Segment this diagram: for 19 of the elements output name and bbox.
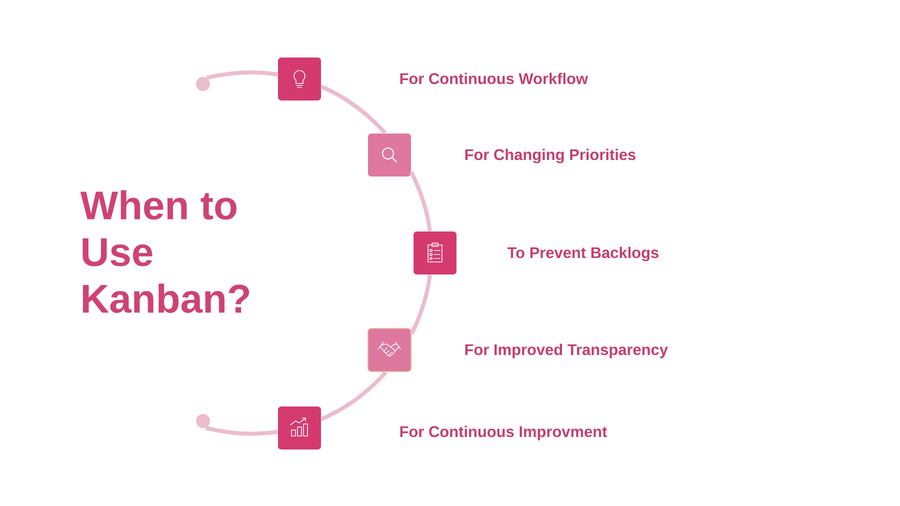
- icon-tile: [414, 232, 456, 274]
- item-label: For Improved Transparency: [465, 344, 668, 358]
- arc-line: [205, 426, 278, 436]
- icon-tile: [278, 58, 321, 100]
- icon-tile: [278, 406, 321, 450]
- item-label: For Continuous Workflow: [400, 72, 588, 84]
- arc-line: [320, 370, 388, 421]
- end-dot: [196, 414, 210, 428]
- item-label: To Prevent Backlogs: [507, 246, 658, 262]
- arc-line: [409, 171, 432, 232]
- title: When to Use Kanban?: [80, 190, 250, 313]
- item-label: For Continuous Improvment: [400, 426, 607, 440]
- item-label: For Changing Priorities: [465, 148, 636, 164]
- arc-line: [320, 84, 387, 135]
- arc-line: [206, 70, 278, 80]
- end-dot: [196, 77, 210, 91]
- icon-tile: [368, 328, 412, 372]
- icon-tile: [368, 134, 411, 176]
- arc-line: [410, 274, 432, 335]
